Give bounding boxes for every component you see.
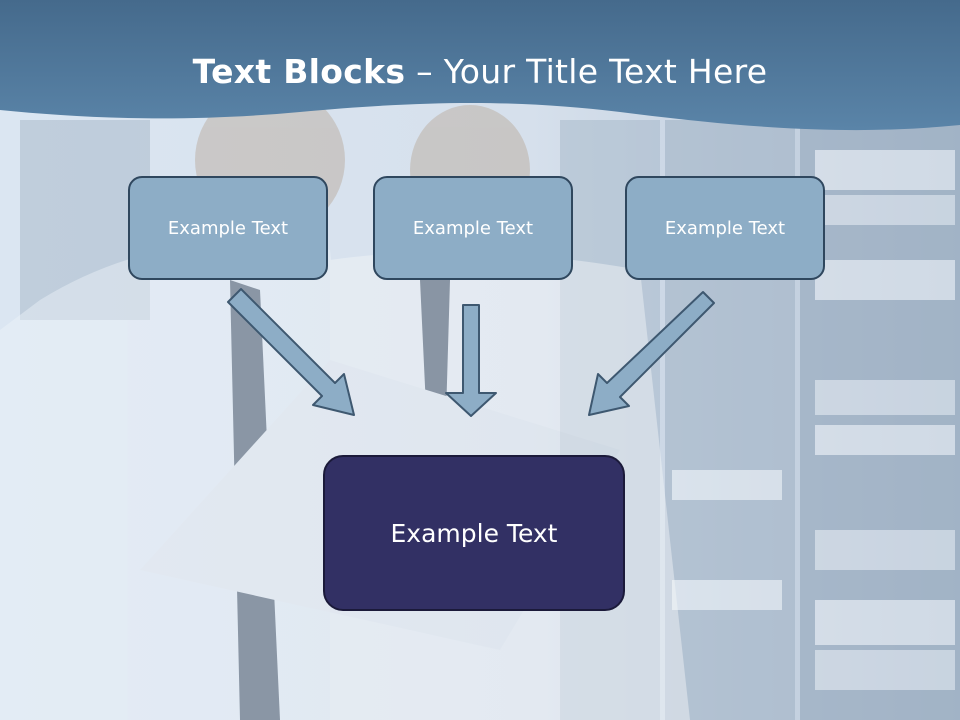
- target-text-block[interactable]: Example Text: [323, 455, 625, 611]
- text-block-right[interactable]: Example Text: [625, 176, 825, 280]
- title-dash: –: [405, 52, 444, 91]
- text-block-left[interactable]: Example Text: [128, 176, 328, 280]
- text-block-center-label: Example Text: [412, 217, 534, 239]
- text-block-center[interactable]: Example Text: [373, 176, 573, 280]
- title-bold: Text Blocks: [192, 52, 406, 91]
- arrow-down-left-icon: [588, 291, 715, 416]
- text-block-right-label: Example Text: [664, 217, 786, 239]
- arrow-down-right-icon: [227, 288, 355, 416]
- page-title: Text Blocks – Your Title Text Here: [0, 52, 960, 91]
- title-rest: Your Title Text Here: [443, 52, 768, 91]
- arrow-down-icon: [445, 304, 497, 417]
- target-text-block-label: Example Text: [390, 518, 558, 548]
- text-block-left-label: Example Text: [167, 217, 289, 239]
